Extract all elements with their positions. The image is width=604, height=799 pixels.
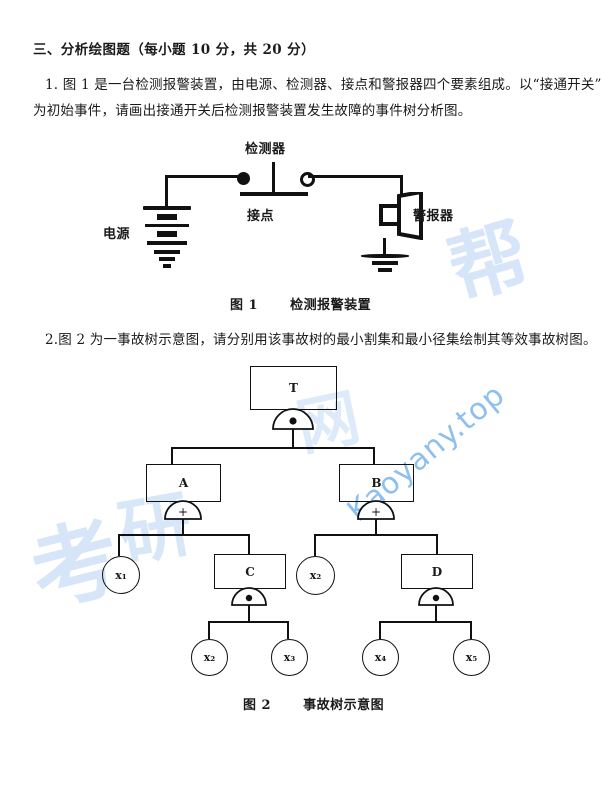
- gate-or-B: +: [356, 498, 396, 524]
- line-drop-to-x3: [287, 621, 289, 639]
- figure-2-caption-text: 事故树示意图: [303, 698, 385, 713]
- fault-tree-node-B: B: [339, 464, 414, 502]
- leaf-label-x2-under-c: x₂: [203, 651, 216, 664]
- fault-tree-leaf-x4: x₄: [362, 639, 399, 676]
- wire-power-vertical: [165, 175, 168, 209]
- line-B-gate-stem: [375, 519, 377, 534]
- question-2: 2.图 2 为一事故树示意图，请分别用该事故树的最小割集和最小径集绘制其等效事故…: [45, 332, 597, 348]
- leaf-label-x3: x₃: [283, 651, 296, 664]
- line-C-gate-stem: [248, 605, 250, 621]
- line-drop-to-D: [436, 534, 438, 554]
- gate-and-C: [230, 585, 268, 610]
- figure-2-caption-number: 图 2: [243, 698, 272, 713]
- label-detector: 检测器: [245, 142, 286, 157]
- line-drop-to-A: [171, 447, 173, 464]
- contact-bar: [240, 192, 308, 196]
- and-gate-icon: [418, 587, 454, 606]
- fault-tree-leaf-x3: x₃: [271, 639, 308, 676]
- fault-tree-leaf-x2: x₂: [296, 556, 335, 595]
- svg-text:+: +: [178, 505, 188, 519]
- question-1-line-2: 为初始事件，请画出接通开关后检测报警装置发生故障的事件树分析图。: [33, 103, 472, 119]
- line-A-gate-stem: [182, 519, 184, 534]
- label-alarm: 警报器: [413, 209, 454, 224]
- leaf-label-x5: x₅: [465, 651, 478, 664]
- line-D-gate-stem: [435, 605, 437, 621]
- gate-or-A: +: [163, 498, 203, 524]
- horn-icon: [379, 189, 423, 241]
- question-1-line-1: 1. 图 1 是一台检测报警装置，由电源、检测器、接点和警报器四个要素组成。以“…: [45, 77, 602, 93]
- line-drop-to-B: [373, 447, 375, 464]
- leaf-label-x2: x₂: [309, 569, 322, 582]
- line-bus-T: [171, 447, 374, 449]
- label-contact: 接点: [247, 209, 275, 224]
- section-heading: 三、分析绘图题（每小题 10 分，共 20 分）: [33, 42, 315, 58]
- fault-tree-leaf-x2-under-c: x₂: [191, 639, 228, 676]
- and-gate-icon: [272, 408, 314, 430]
- wire-contact-to-alarm: [308, 175, 403, 178]
- gate-and-top: [271, 406, 315, 434]
- contact-terminal-left: [237, 172, 250, 185]
- line-drop-to-x5: [470, 621, 472, 639]
- fault-tree-node-C: C: [214, 554, 286, 589]
- svg-text:+: +: [371, 505, 381, 519]
- figure-1-caption-text: 检测报警装置: [290, 298, 372, 313]
- line-bus-B: [314, 534, 438, 536]
- figure-1-caption-number: 图 1: [230, 298, 259, 313]
- fault-tree-leaf-x5: x₅: [453, 639, 490, 676]
- alarm-horn-symbol: [377, 189, 437, 244]
- line-drop-to-x2: [314, 534, 316, 556]
- battery-symbol: [143, 206, 191, 268]
- line-drop-to-x4: [379, 621, 381, 639]
- figure-1-circuit-diagram: 检测器 接点 电源: [95, 130, 515, 290]
- or-gate-icon: +: [164, 500, 202, 520]
- detector-stem: [272, 162, 275, 194]
- figure-2-fault-tree: T A + x₁ C: [90, 362, 520, 692]
- line-drop-to-C: [248, 534, 250, 554]
- wire-alarm-ground: [383, 238, 386, 256]
- line-bus-D: [379, 621, 471, 623]
- leaf-label-x1: x₁: [115, 568, 127, 582]
- fault-tree-node-D: D: [401, 554, 473, 589]
- or-gate-icon: +: [357, 500, 395, 520]
- ground-symbol: [361, 254, 409, 272]
- label-power: 电源: [103, 227, 131, 242]
- line-top-gate-stem: [292, 429, 294, 447]
- line-bus-C: [208, 621, 288, 623]
- leaf-label-x4: x₄: [374, 651, 387, 664]
- line-drop-to-x1: [118, 534, 120, 556]
- figure-2-caption: 图 2 事故树示意图: [243, 694, 384, 713]
- fault-tree-node-A: A: [146, 464, 221, 502]
- wire-alarm-vertical: [400, 175, 403, 198]
- fault-tree-node-T: T: [250, 366, 337, 410]
- line-drop-to-x2c: [208, 621, 210, 639]
- wire-power-to-contact: [165, 175, 241, 178]
- gate-and-D: [417, 585, 455, 610]
- and-gate-icon: [231, 587, 267, 606]
- fault-tree-leaf-x1: x₁: [102, 556, 140, 594]
- figure-1-caption: 图 1 检测报警装置: [230, 294, 371, 313]
- line-bus-A: [118, 534, 250, 536]
